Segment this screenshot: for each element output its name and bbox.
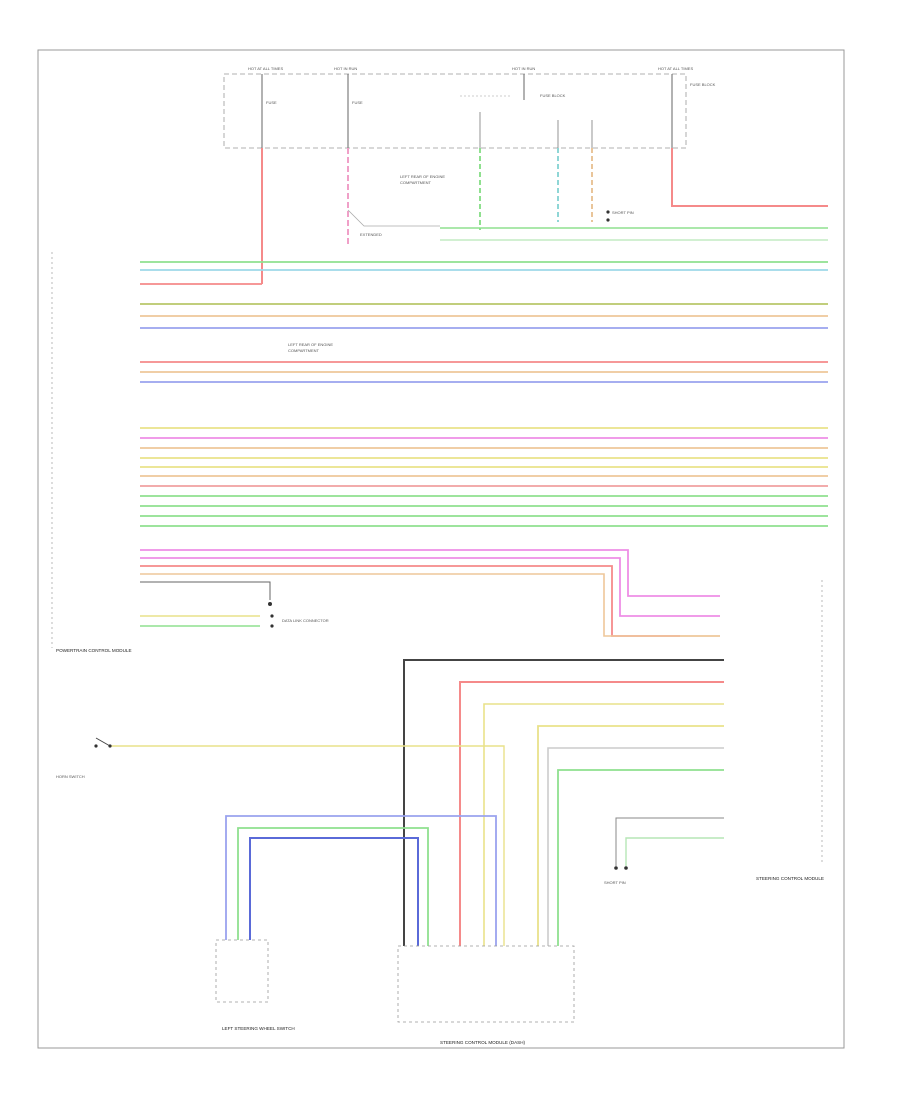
fuse-4: HOT AT ALL TIMES FUSE BLOCK [658, 66, 716, 148]
left-steering-switch-box [215, 939, 269, 1003]
svg-text:HOT IN RUN: HOT IN RUN [512, 66, 535, 71]
ground-wire [252, 581, 271, 600]
harness-group-5: DATA LINK CONNECTOR [140, 614, 329, 628]
svg-text:FUSE BLOCK: FUSE BLOCK [690, 82, 716, 87]
fuse-2: HOT IN RUN FUSE [334, 66, 363, 148]
feed-wire-red-6 [671, 148, 828, 207]
svg-text:DATA LINK CONNECTOR: DATA LINK CONNECTOR [282, 618, 329, 623]
steering-connector [397, 945, 575, 1023]
splice [606, 210, 610, 214]
connector-pin [624, 866, 628, 870]
callout: COMPARTMENT [400, 180, 432, 185]
harness-group-1 [140, 261, 828, 329]
callout: SHORT PIN [612, 210, 634, 215]
fuse-1: HOT AT ALL TIMES FUSE [248, 66, 283, 148]
diagram-border [37, 49, 845, 1049]
module-label-steering: STEERING CONTROL MODULE [756, 876, 824, 881]
horn-switch: HORN SWITCH [56, 737, 112, 779]
callout: SHORT PIN [604, 880, 626, 885]
ground-lead [347, 209, 440, 227]
fuse-block [223, 73, 687, 149]
svg-text:HOT IN RUN: HOT IN RUN [334, 66, 357, 71]
svg-text:HOT AT ALL TIMES: HOT AT ALL TIMES [248, 66, 283, 71]
lower-wiring [110, 659, 724, 946]
harness-group-3 [140, 427, 828, 527]
svg-text:LEFT REAR OF ENGINE: LEFT REAR OF ENGINE [288, 342, 333, 347]
svg-text:HOT AT ALL TIMES: HOT AT ALL TIMES [658, 66, 693, 71]
callout: LEFT REAR OF ENGINE [400, 174, 445, 179]
connector-pin [614, 866, 618, 870]
splice [606, 218, 610, 222]
svg-text:COMPARTMENT: COMPARTMENT [288, 348, 320, 353]
harness-group-4 [140, 549, 720, 637]
svg-text:FUSE: FUSE [352, 100, 363, 105]
left-switch-wiring [225, 815, 497, 946]
callout: EXTENDED [360, 232, 382, 237]
module-label-steering-dash: STEERING CONTROL MODULE (DASH) [440, 1040, 526, 1045]
ground-point [268, 602, 272, 606]
svg-text:HORN SWITCH: HORN SWITCH [56, 774, 85, 779]
svg-text:FUSE BLOCK: FUSE BLOCK [540, 93, 566, 98]
module-label-left-switch: LEFT STEERING WHEEL SWITCH [222, 1026, 295, 1031]
harness-group-2: LEFT REAR OF ENGINE COMPARTMENT [140, 342, 828, 383]
svg-text:FUSE: FUSE [266, 100, 277, 105]
fuse-3: HOT IN RUN FUSE BLOCK [460, 66, 566, 100]
module-label-powertrain: POWERTRAIN CONTROL MODULE [56, 648, 132, 653]
